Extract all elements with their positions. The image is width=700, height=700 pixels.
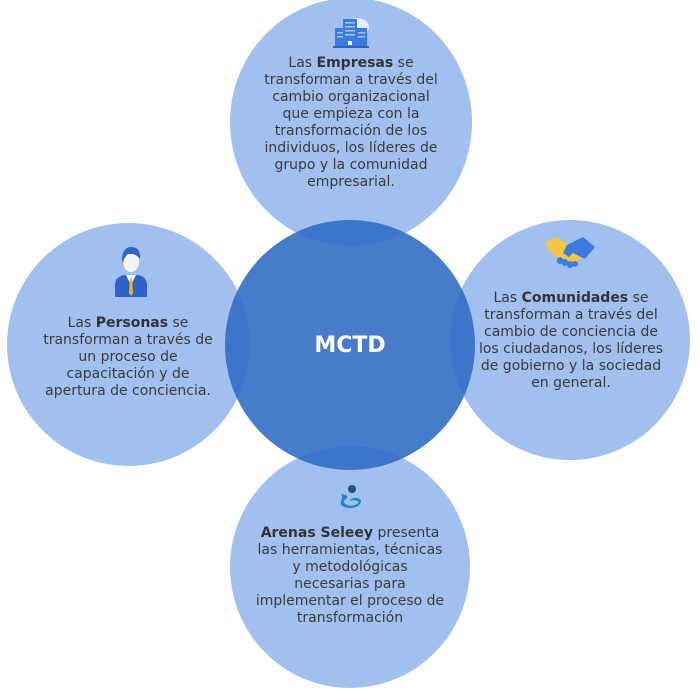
comunidades-text: Las Comunidades se transforman a través … (476, 290, 666, 392)
personas-text: Las Personas se transforman a través de … (35, 315, 221, 400)
arenas-post: presenta las herramientas, técnicas y me… (255, 525, 445, 626)
personas-pre: Las (67, 315, 96, 331)
handshake-icon (545, 237, 595, 268)
empresas-text: Las Empresas se transforman a través del… (258, 55, 444, 191)
personas-post: se transforman a través de un proceso de… (43, 315, 213, 399)
person-icon (115, 247, 147, 297)
empresas-bold: Empresas (316, 55, 394, 71)
comunidades-pre: Las (493, 290, 522, 306)
empresas-pre: Las (288, 55, 317, 71)
comunidades-bold: Comunidades (521, 290, 629, 306)
arenas-seleey-logo-icon (340, 485, 361, 508)
center-circle: MCTD (225, 220, 475, 470)
center-label: MCTD (314, 332, 386, 358)
arenas-text: Arenas Seleey presenta las herramientas,… (255, 525, 445, 627)
empresas-post: se transforman a través del cambio organ… (264, 55, 438, 190)
comunidades-post: se transforman a través del cambio de co… (478, 290, 664, 391)
building-icon (333, 18, 369, 48)
arenas-bold: Arenas Seleey (260, 525, 374, 541)
personas-bold: Personas (95, 315, 169, 331)
